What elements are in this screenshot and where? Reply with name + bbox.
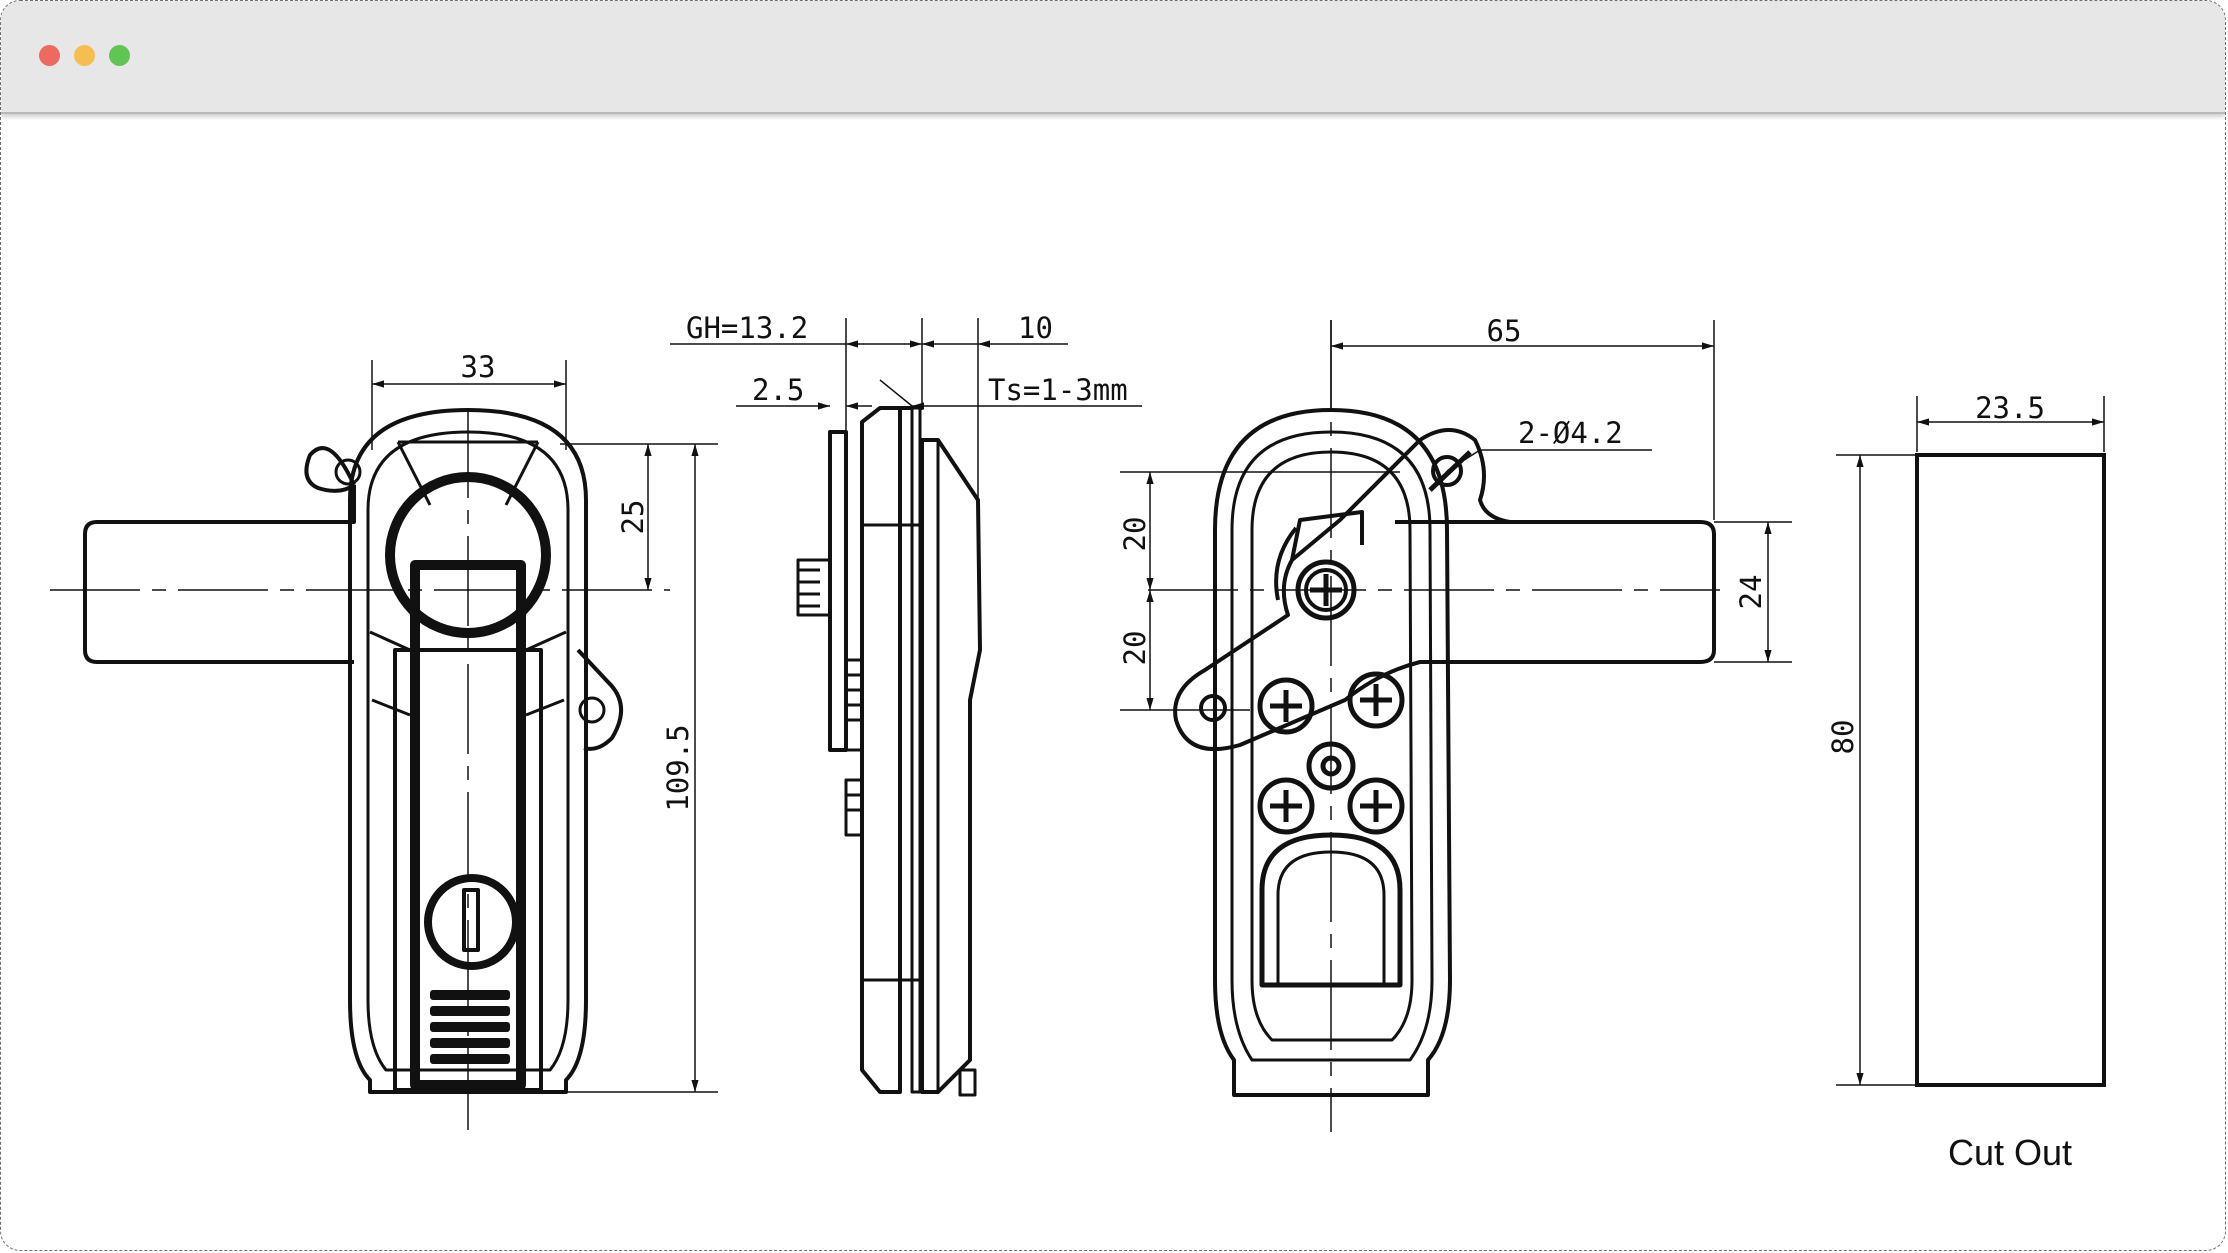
rear-body-outline: [1213, 408, 1452, 1097]
front-view: [50, 360, 718, 1130]
rear-handle-lever: [1173, 428, 1716, 752]
cutout-height-label: 80: [1826, 720, 1860, 755]
cutout-caption: Cut Out: [1948, 1132, 2072, 1173]
cutout-view: [1836, 396, 2106, 1087]
front-height-label: 109.5: [661, 724, 695, 811]
hole-callout-label: 2-Ø4.2: [1518, 416, 1623, 450]
grip-height-label: GH=13.2: [686, 311, 808, 345]
front-grip-ribs: [430, 990, 510, 1064]
front-body-outline: [348, 408, 588, 1094]
rear-upper-spacing-label: 20: [1118, 517, 1152, 552]
flange-thickness-label: 2.5: [752, 373, 804, 407]
front-width-dimension: [371, 360, 567, 450]
rear-view: [1120, 320, 1792, 1132]
front-height-dimension: [566, 444, 718, 1093]
rear-length-label: 65: [1487, 314, 1522, 348]
front-top-offset-label: 25: [616, 500, 650, 535]
cutout-width-label: 23.5: [1975, 391, 2045, 425]
close-window-button[interactable]: [39, 45, 60, 66]
cutout-rectangle: [1915, 453, 2106, 1087]
rear-mounting-screws: [1257, 671, 1405, 835]
panel-thickness-label: Ts=1-3mm: [988, 373, 1128, 407]
maximize-window-button[interactable]: [109, 45, 130, 66]
rear-handle-height-label: 24: [1734, 575, 1768, 610]
front-handle-lever: [83, 485, 356, 664]
rear-lower-spacing-label: 20: [1118, 631, 1152, 666]
window-titlebar: [1, 1, 2225, 114]
side-view: [670, 318, 1142, 1097]
depth-label: 10: [1018, 311, 1053, 345]
minimize-window-button[interactable]: [74, 45, 95, 66]
front-width-label: 33: [461, 350, 496, 384]
